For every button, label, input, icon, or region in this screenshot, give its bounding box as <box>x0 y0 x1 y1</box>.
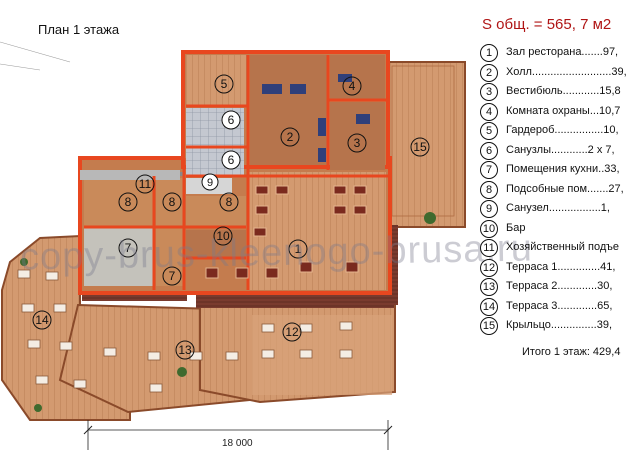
room-3 <box>330 102 385 170</box>
legend-item: 8 Подсобные пом.......27, <box>476 180 634 201</box>
svg-text:8: 8 <box>226 195 233 209</box>
page-title: План 1 этажа <box>38 22 120 37</box>
legend-number: 8 <box>480 180 498 199</box>
legend-label: Терраса 2.............30, <box>506 280 613 292</box>
svg-text:13: 13 <box>178 343 192 357</box>
svg-text:6: 6 <box>228 153 235 167</box>
legend-label: Бар <box>506 221 526 234</box>
legend-item: 1 Зал ресторана.......97, <box>476 44 634 64</box>
svg-text:1: 1 <box>295 242 302 256</box>
legend-number: 14 <box>480 297 498 316</box>
room-5 <box>186 55 248 105</box>
svg-text:4: 4 <box>349 79 356 93</box>
legend-label: Гардероб................10, <box>506 124 619 136</box>
room-8b <box>156 178 184 226</box>
legend-label: Санузлы............2 x 7, <box>506 143 615 156</box>
legend-number: 6 <box>480 141 498 160</box>
legend-number: 12 <box>480 258 498 277</box>
legend-item: 11 Хозяйственный подъе <box>476 239 634 259</box>
legend-label: Зал ресторана.......97, <box>506 46 619 58</box>
legend-label: Комната охраны...10,7 <box>506 104 621 117</box>
dimension-label: 18 000 <box>222 438 253 449</box>
legend-number: 10 <box>480 219 498 238</box>
svg-text:11: 11 <box>139 177 152 191</box>
legend-label: Подсобные пом.......27, <box>506 182 624 195</box>
legend-item: 5 Гардероб................10, <box>476 122 634 142</box>
room-8c <box>186 196 246 228</box>
legend-number: 4 <box>480 102 498 121</box>
legend-number: 7 <box>480 161 498 179</box>
legend-label: Крыльцо...............39, <box>506 319 613 331</box>
svg-text:8: 8 <box>125 195 132 209</box>
legend-number: 11 <box>480 239 498 257</box>
svg-text:3: 3 <box>354 136 361 150</box>
legend-item: 10 Бар <box>476 219 634 240</box>
svg-text:5: 5 <box>221 77 228 91</box>
legend-item: 12 Терраса 1..............41, <box>476 258 634 279</box>
svg-text:8: 8 <box>169 195 176 209</box>
legend-label: Терраса 1..............41, <box>506 260 616 273</box>
floor-total: Итого 1 этаж: 429,4 <box>522 346 621 358</box>
svg-text:14: 14 <box>35 313 49 327</box>
watermark: copy-brus-kleenogo-brusa.ru <box>19 227 534 279</box>
legend-label: Терраса 3.............65, <box>506 299 613 312</box>
room-7a <box>84 228 154 286</box>
terrace-12-deck <box>252 315 392 395</box>
svg-text:6: 6 <box>228 113 235 127</box>
svg-text:12: 12 <box>285 325 299 339</box>
legend-item: 15 Крыльцо...............39, <box>476 317 634 337</box>
svg-text:10: 10 <box>216 229 230 243</box>
porch <box>384 61 466 228</box>
legend-label: Вестибюль............15,8 <box>506 85 621 97</box>
total-area: S общ. = 565, 7 м2 <box>482 16 612 33</box>
legend-item: 13 Терраса 2.............30, <box>476 278 634 298</box>
legend-item: 3 Вестибюль............15,8 <box>476 83 634 103</box>
legend-number: 15 <box>480 317 498 335</box>
legend-number: 5 <box>480 122 498 140</box>
svg-text:9: 9 <box>207 177 213 189</box>
legend-item: 7 Помещения кухни..33, <box>476 161 634 181</box>
legend-item: 14 Терраса 3.............65, <box>476 297 634 318</box>
room-7b <box>156 228 184 286</box>
legend-label: Помещения кухни..33, <box>506 163 620 175</box>
svg-text:7: 7 <box>125 241 132 255</box>
legend-number: 1 <box>480 44 498 62</box>
svg-text:2: 2 <box>287 130 294 144</box>
legend-number: 9 <box>480 200 498 218</box>
svg-text:7: 7 <box>169 269 176 283</box>
room-2 <box>250 55 328 165</box>
room-10 <box>186 230 246 258</box>
legend-number: 13 <box>480 278 498 296</box>
legend-item: 6 Санузлы............2 x 7, <box>476 141 634 162</box>
legend-item: 9 Санузел.................1, <box>476 200 634 220</box>
legend-label: Санузел.................1, <box>506 202 610 214</box>
furniture <box>262 74 370 162</box>
legend-number: 2 <box>480 63 498 82</box>
legend-label: Хозяйственный подъе <box>506 241 619 253</box>
svg-text:15: 15 <box>413 140 427 154</box>
legend-number: 3 <box>480 83 498 101</box>
legend-item: 2 Холл..........................39, <box>476 63 634 84</box>
legend-item: 4 Комната охраны...10,7 <box>476 102 634 123</box>
legend-label: Холл..........................39, <box>506 65 627 78</box>
yard-11 <box>80 170 180 180</box>
